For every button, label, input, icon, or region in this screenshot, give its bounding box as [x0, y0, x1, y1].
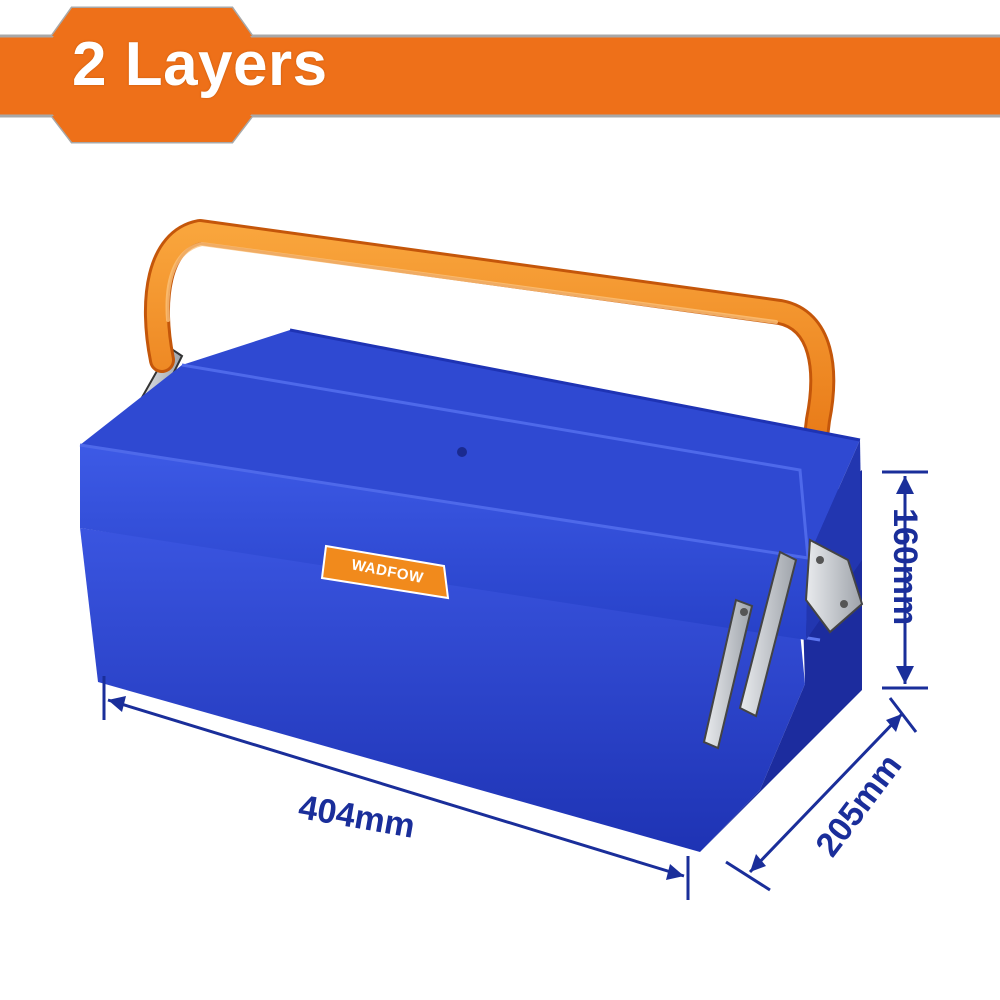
lid-hole: [457, 447, 467, 457]
lid-front: [80, 445, 808, 640]
banner-title: 2 Layers: [72, 30, 328, 99]
height-dimension-line: [882, 470, 928, 690]
side-hinges: [702, 538, 864, 750]
brand-badge: [320, 544, 450, 600]
depth-dimension-line: [725, 697, 918, 892]
banner: [0, 6, 1000, 144]
width-dimension-line: [102, 676, 690, 900]
height-label: 160mm: [886, 508, 924, 626]
lid-top: [80, 330, 860, 558]
